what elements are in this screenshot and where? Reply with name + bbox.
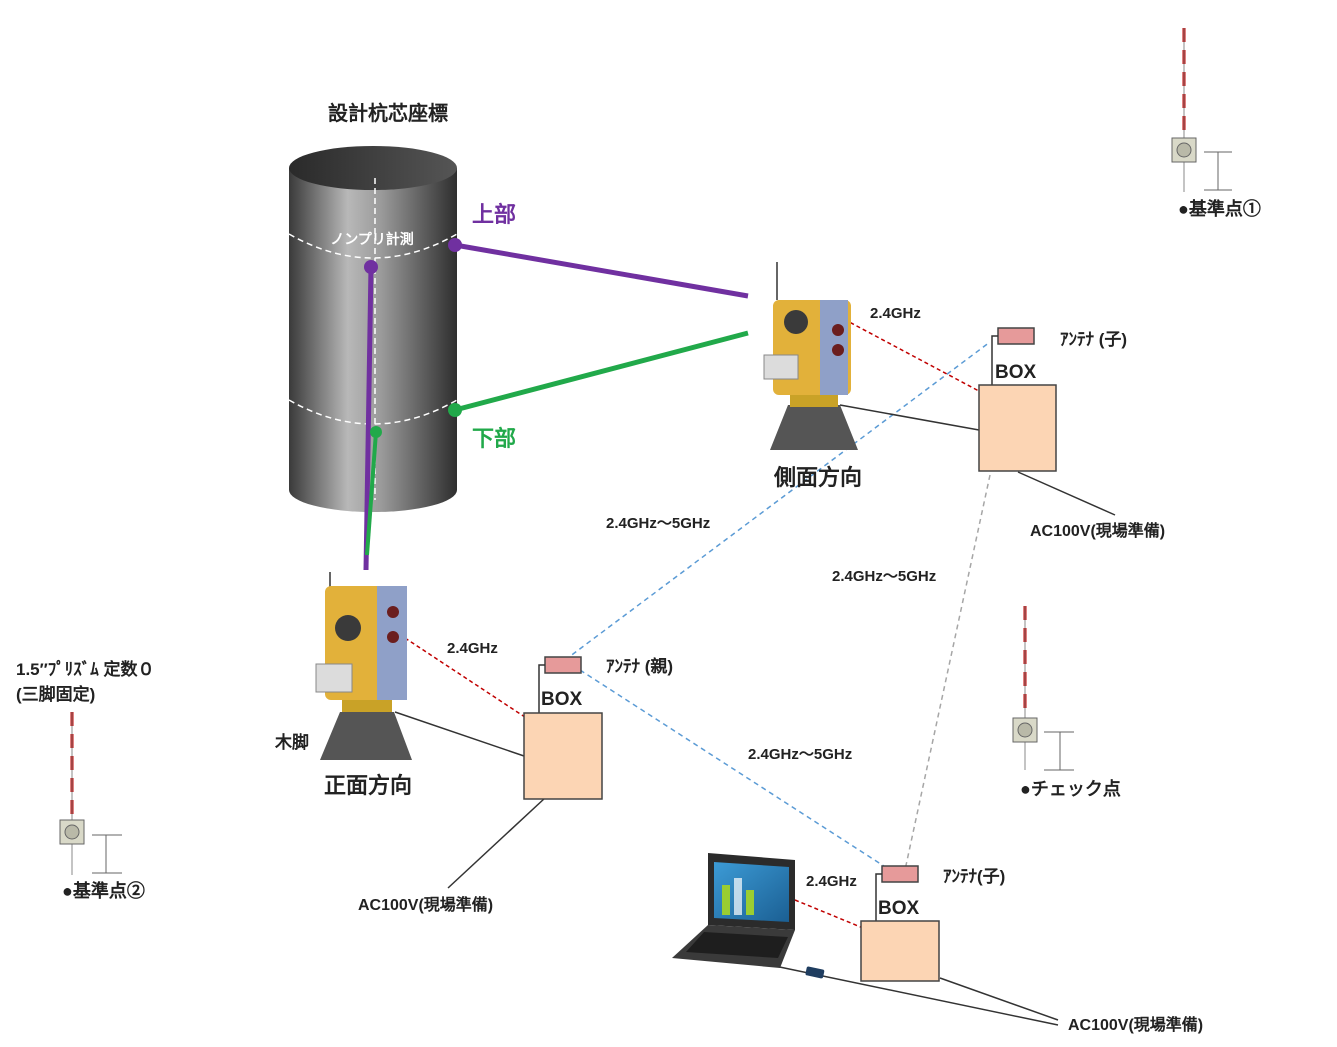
box-label-side: BOX (995, 362, 1037, 383)
nonprism-label: ノンプリ計測 (330, 231, 414, 247)
lower-sight-line-side (454, 330, 749, 413)
prism-label-line2: (三脚固定) (16, 684, 95, 704)
power-cable-side (1017, 471, 1116, 516)
box-label-front: BOX (541, 689, 583, 710)
ghz-front-label: 2.4GHz (447, 640, 498, 657)
antenna-child-2 (881, 865, 919, 883)
lower-measure-ring (288, 399, 458, 425)
upper-sight-line-front (363, 266, 374, 571)
upper-label: 上部 (472, 202, 516, 227)
box-pc (860, 920, 940, 982)
upper-point-side (448, 238, 462, 252)
ref-point-1-label: ●基準点① (1178, 198, 1261, 219)
prism-pole-ref1 (1171, 28, 1232, 192)
btlink-pc (794, 899, 881, 936)
power-label-3: AC100V(現場準備) (1068, 1015, 1203, 1034)
prism-pole-check (1012, 606, 1074, 771)
box-label-pc: BOX (878, 898, 920, 919)
ghz-side-label: 2.4GHz (870, 305, 921, 322)
antenna-child-1-wire (991, 335, 998, 395)
antenna-parent-label: ｱﾝﾃﾅ (親) (606, 656, 673, 676)
total-station-front (315, 572, 412, 760)
antenna-child-1-label: ｱﾝﾃﾅ (子) (1060, 330, 1127, 349)
antenna-child-2-wire (875, 873, 882, 934)
ac-adapter-icon (805, 966, 825, 979)
power-cable-pc-box (939, 977, 1059, 1021)
prism-pole-ref2 (59, 712, 122, 875)
upper-sight-line-side (454, 242, 749, 299)
lower-point-side (448, 403, 462, 417)
antenna-child-2-label: ｱﾝﾃﾅ(子) (943, 867, 1005, 886)
power-cable-front (447, 797, 546, 889)
band-label-1: 2.4GHz〜5GHz (606, 515, 710, 532)
box-front (523, 712, 603, 800)
wlan-link-front-pc (579, 669, 891, 871)
pile-cylinder (288, 146, 458, 512)
antenna-parent-wire (538, 664, 545, 724)
lower-point-front (370, 426, 382, 438)
ref-point-2-label: ●基準点② (62, 880, 145, 901)
upper-point-front (364, 260, 378, 274)
check-point-label: ●チェック点 (1020, 778, 1121, 799)
power-label-1: AC100V(現場準備) (1030, 521, 1165, 540)
power-label-2: AC100V(現場準備) (358, 895, 493, 914)
prism-label-line1: 1.5″ﾌﾟﾘｽﾞﾑ 定数０ (16, 659, 155, 679)
diagram-title: 設計杭芯座標 (328, 101, 448, 125)
upper-measure-ring (288, 233, 458, 259)
laptop-icon (672, 853, 795, 968)
wlan-link-side-pc (904, 474, 991, 871)
station-side-label: 側面方向 (773, 465, 862, 490)
wlan-link-front-side (564, 341, 991, 661)
total-station-side (763, 262, 858, 450)
lower-label: 下部 (472, 426, 516, 451)
tripod-label: 木脚 (274, 732, 309, 752)
antenna-parent (544, 656, 582, 674)
btlink-side (837, 315, 993, 399)
antenna-child-1 (997, 327, 1035, 345)
band-label-3: 2.4GHz〜5GHz (748, 746, 852, 763)
lower-sight-line-front (365, 431, 378, 556)
box-side (978, 384, 1057, 472)
cable-side-station (839, 404, 980, 431)
btlink-front (404, 637, 541, 728)
band-label-2: 2.4GHz〜5GHz (832, 568, 936, 585)
ghz-pc-label: 2.4GHz (806, 873, 857, 890)
station-front-label: 正面方向 (324, 773, 412, 798)
cable-front-station (394, 711, 525, 757)
